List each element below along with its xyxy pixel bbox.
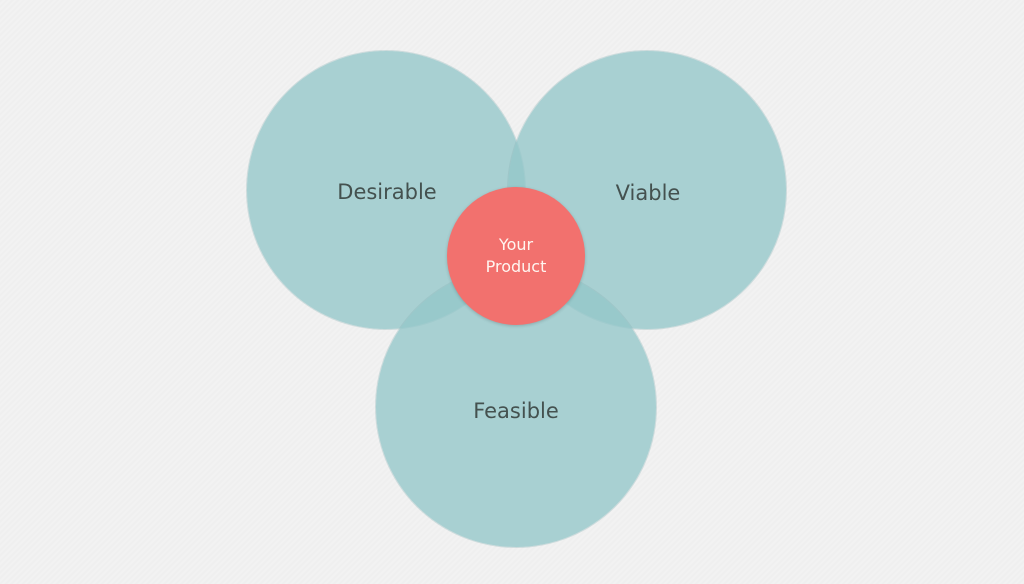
center-label-line2: Product [485, 257, 547, 276]
center-your-product: Your Product [447, 187, 585, 325]
label-feasible: Feasible [473, 399, 559, 423]
label-desirable: Desirable [337, 180, 437, 204]
label-viable: Viable [615, 181, 681, 205]
center-label-line1: Your [498, 235, 534, 254]
